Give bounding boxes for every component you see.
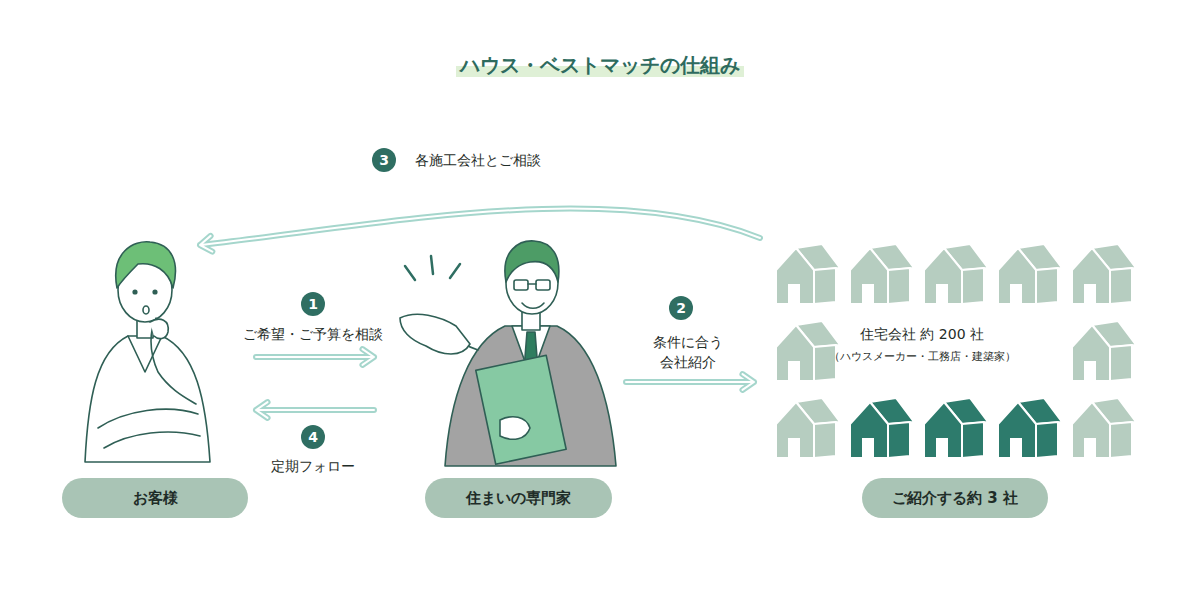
node-label: 住宅会社 約 200 社 xyxy=(760,326,1084,344)
edge-label: ご希望・ご予算を相談 xyxy=(240,323,386,345)
connector-stroke xyxy=(200,209,760,252)
callout-number: 4 xyxy=(301,425,325,449)
callout-number: 3 xyxy=(372,148,396,172)
connector-stroke xyxy=(256,349,374,365)
connector-stroke xyxy=(256,402,374,418)
column-node: 住宅会社 約 200 社 （ハウスメーカー・工務店・建築家） ご紹介する約 3 社 xyxy=(760,238,1140,520)
expert-figure xyxy=(400,241,616,466)
connector-stroke xyxy=(256,349,374,365)
node-label: 住まいの専門家 xyxy=(425,478,612,518)
pill-node: ご紹介する約 3 社 xyxy=(862,478,1048,518)
connector-arrow xyxy=(256,349,374,365)
connector-stroke xyxy=(200,209,760,252)
connector-arrow xyxy=(256,402,374,418)
column-node: 住まいの専門家 xyxy=(380,245,620,520)
diagram-title: ハウス・ベストマッチの仕組み xyxy=(456,53,744,77)
column-node: お客様 xyxy=(55,245,250,520)
customer-figure xyxy=(85,242,210,462)
callout-number: 1 xyxy=(301,292,325,316)
connector-stroke xyxy=(626,374,754,390)
callout-number: 2 xyxy=(669,296,693,320)
edge-label: 条件に合う 会社紹介 xyxy=(643,331,733,374)
node-sublabel: （ハウスメーカー・工務店・建築家） xyxy=(760,349,1084,364)
connector-stroke xyxy=(626,374,754,390)
node-label: ご紹介する約 3 社 xyxy=(862,478,1048,518)
node-label: お客様 xyxy=(62,478,248,518)
title-row: ハウス・ベストマッチの仕組み xyxy=(0,52,1200,79)
connector-stroke xyxy=(256,402,374,418)
edge-label: 定期フォロー xyxy=(268,455,358,477)
edge-label: 各施工会社とご相談 xyxy=(412,149,544,171)
connector-arrow xyxy=(626,374,754,390)
connector-arrow xyxy=(200,209,760,252)
